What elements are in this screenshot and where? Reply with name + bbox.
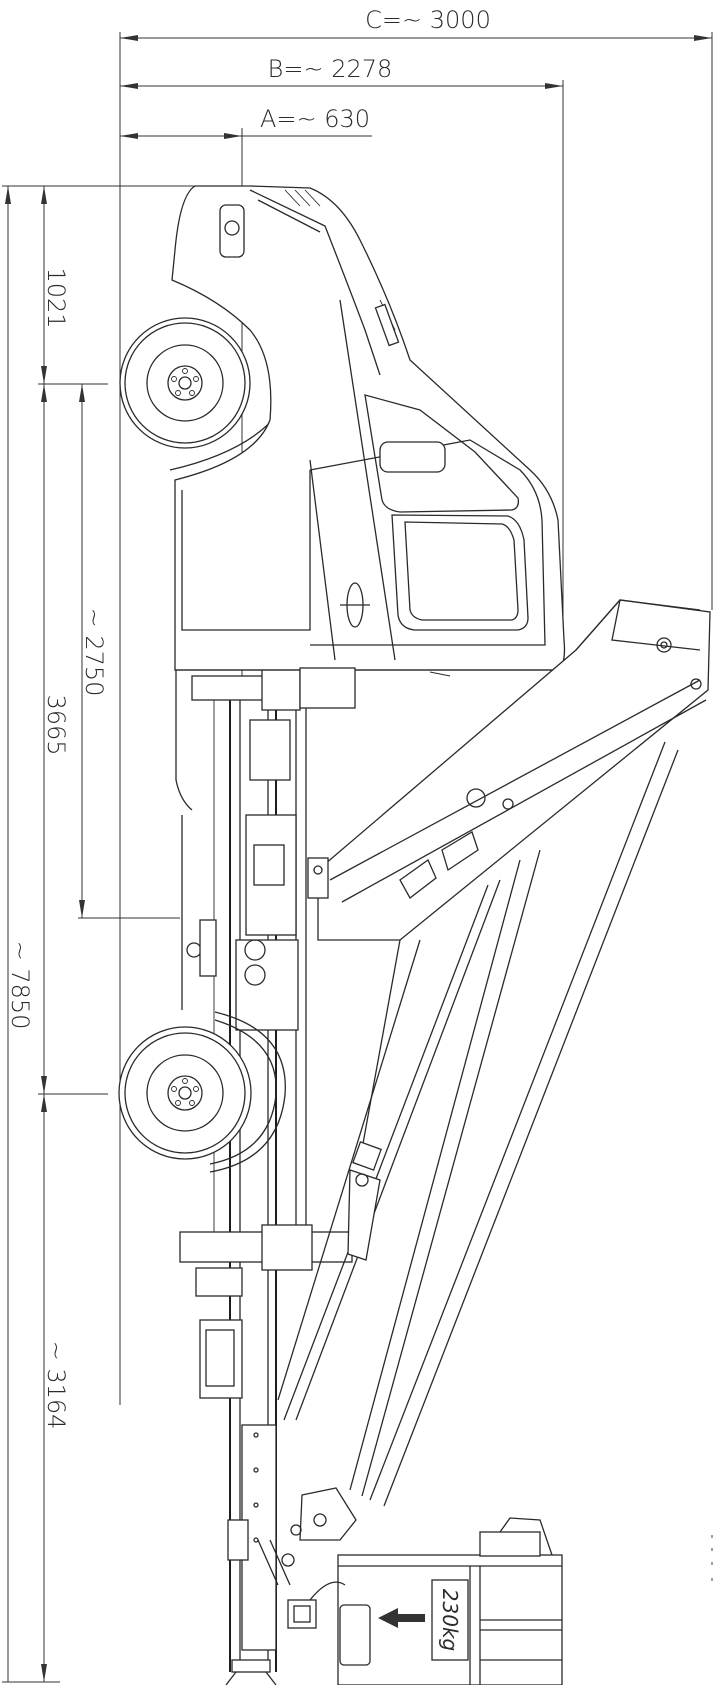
dim-label-cab: 1021	[42, 267, 70, 328]
work-basket: 230kg	[309, 1517, 563, 1685]
dim-label-c: C=~ 3000	[365, 6, 491, 34]
boom-assembly	[257, 599, 711, 1586]
truck-cab	[171, 185, 566, 1010]
front-wheel	[119, 299, 301, 471]
rear-wheel	[118, 1011, 286, 1173]
dim-label-b: B=~ 2278	[268, 55, 393, 83]
dim-label-wheelbase: ~ 2750	[80, 608, 108, 697]
horizontal-dimensions: C=~ 3000 B=~ 2278 A=~ 630	[119, 6, 713, 1405]
dim-label-front: 3665	[42, 694, 70, 755]
dim-label-rear: ~ 3164	[42, 1341, 70, 1430]
load-direction-arrow	[378, 1608, 425, 1628]
dim-label-a: A=~ 630	[260, 105, 370, 133]
dim-label-total: ~ 7850	[6, 941, 34, 1030]
vertical-dimensions: ~ 7850 1021 3665 ~ 2750 ~ 3164	[2, 185, 200, 1683]
chassis	[179, 667, 353, 1685]
basket-load-label: 230kg	[438, 1589, 462, 1651]
